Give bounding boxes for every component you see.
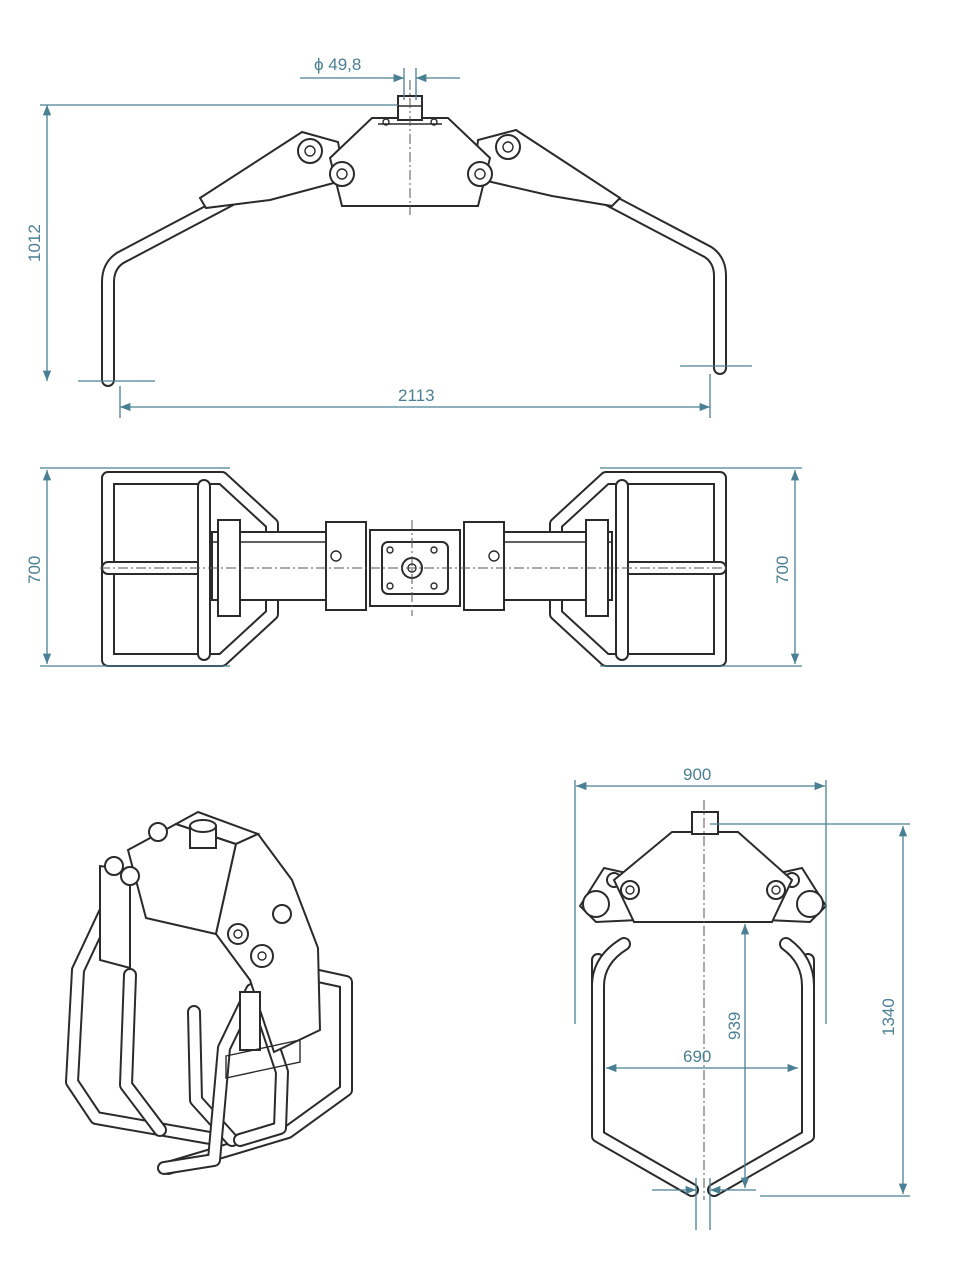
front-view <box>101 80 727 387</box>
top-depth-left-label: 700 <box>25 556 44 584</box>
side-view <box>578 800 828 1200</box>
inner-height-939-label: 939 <box>725 1012 744 1040</box>
side-height-1340-label: 1340 <box>879 998 898 1036</box>
top-depth-right-label: 700 <box>773 556 792 584</box>
side-width-900-label: 900 <box>683 765 711 784</box>
inner-width-690-label: 690 <box>683 1047 711 1066</box>
top-view <box>100 471 730 667</box>
width-2113-label: 2113 <box>398 386 435 405</box>
side-view-dimensions: 900 1340 939 690 <box>574 765 910 1230</box>
pin-diameter-label: ϕ 49,8 <box>314 55 361 74</box>
height-1012-label: 1012 <box>25 224 44 262</box>
isometric-view <box>65 810 353 1175</box>
front-view-dimensions: ϕ 49,8 1012 2113 <box>25 55 752 418</box>
top-view-dimensions: 700 700 <box>25 467 802 667</box>
